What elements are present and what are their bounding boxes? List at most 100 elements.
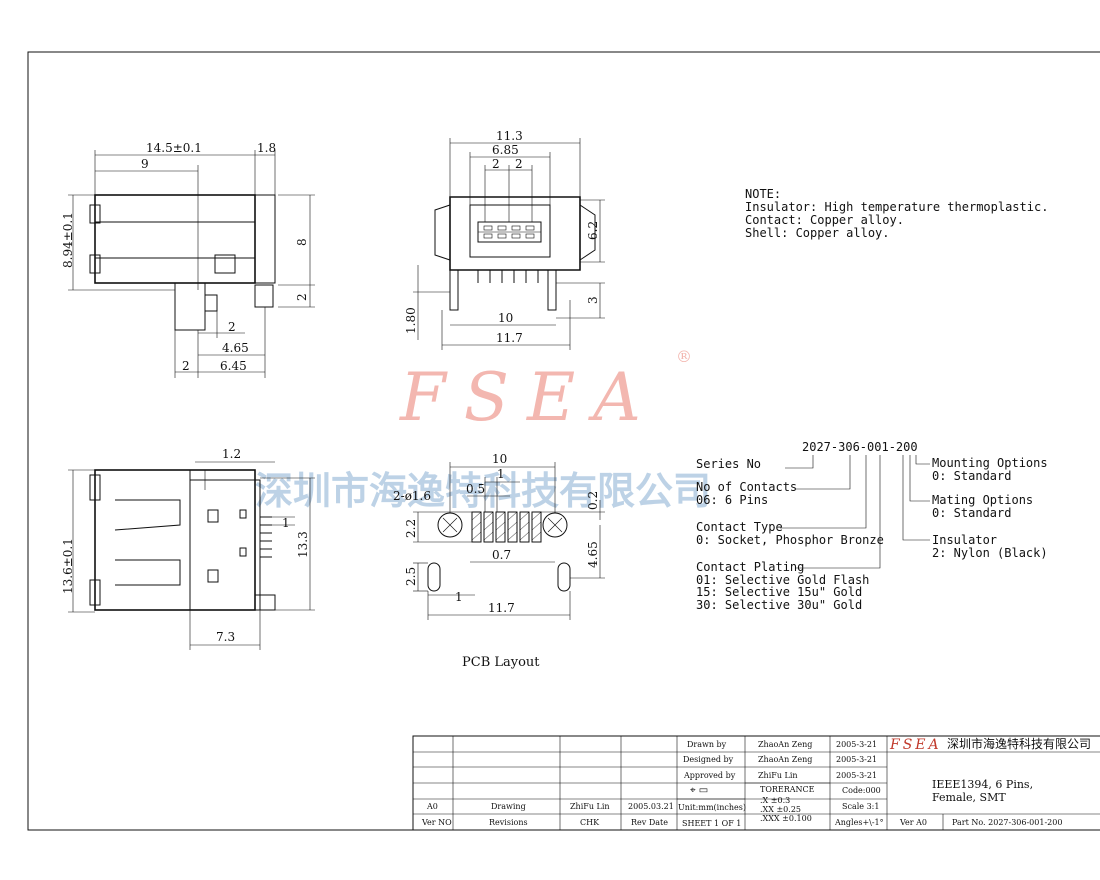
tb-tolerance-title: TORERANCE — [760, 785, 815, 794]
tb-scale: Scale 3:1 — [842, 802, 879, 811]
side-dim-height: 8.94±0.1 — [61, 212, 75, 268]
side-dim-2-bottom: 2 — [228, 320, 236, 334]
front-dim-3: 3 — [586, 296, 600, 304]
pcb-dim-hole: 2-ø1.6 — [393, 489, 431, 503]
front-view: 11.3 6.85 2 2 6.2 3 1.80 10 11.7 — [404, 129, 605, 350]
watermark: FSEA ® 深圳市海逸特科技有限公司 — [255, 347, 711, 513]
pn-plating-title: Contact Plating — [696, 560, 804, 574]
tb-approved-label: Approved by — [683, 771, 736, 780]
tb-designed-date: 2005-3-21 — [836, 755, 877, 764]
side-dim-9: 9 — [141, 157, 149, 171]
pn-plating-item: 01: Selective Gold Flash — [696, 573, 869, 587]
note-line: Insulator: High temperature thermoplasti… — [745, 200, 1048, 214]
side-dim-2-left: 2 — [182, 359, 190, 373]
tb-approved-name: ZhiFu Lin — [758, 771, 798, 780]
pcb-dim-2-2: 2.2 — [404, 519, 418, 538]
part-number-decoder: 2027-306-001-200 Series No No of Contact… — [696, 440, 1048, 612]
pcb-layout: 10 1 0.5 2-ø1.6 0.2 2.2 0.7 4.65 2.5 1 1… — [393, 452, 605, 670]
tb-code: Code:000 — [842, 786, 881, 795]
side-dim-flange: 1.8 — [257, 141, 276, 155]
front-dim-1-80: 1.80 — [404, 307, 418, 334]
side-dim-2-right: 2 — [295, 293, 309, 301]
tb-header-chk: CHK — [580, 818, 600, 827]
top-dim-1: 1 — [282, 516, 290, 530]
tb-angles: Angles+\-1° — [834, 818, 884, 827]
pn-plating-item: 30: Selective 30u" Gold — [696, 598, 862, 612]
tb-company: 深圳市海逸特科技有限公司 — [947, 736, 1091, 751]
pn-plating-item: 15: Selective 15u" Gold — [696, 585, 862, 599]
pn-insulator-item: 2: Nylon (Black) — [932, 546, 1048, 560]
tb-tolerance-line: .XXX ±0.100 — [760, 814, 812, 823]
watermark-registered-mark: ® — [676, 347, 692, 366]
pn-mounting-title: Mounting Options — [932, 456, 1048, 470]
pn-contacts-item: 06: 6 Pins — [696, 493, 768, 507]
top-dim-7-3: 7.3 — [216, 630, 235, 644]
pcb-dim-2-5: 2.5 — [404, 567, 418, 586]
pn-mating-title: Mating Options — [932, 493, 1033, 507]
tb-logo-brand: FSEA — [889, 737, 942, 753]
watermark-company: 深圳市海逸特科技有限公司 — [255, 469, 711, 513]
pn-series-title: Series No — [696, 457, 761, 471]
tb-tolerance-line: .X ±0.3 — [760, 796, 790, 805]
pcb-dim-0-2: 0.2 — [586, 491, 600, 510]
tb-part-no: Part No. 2027-306-001-200 — [952, 818, 1062, 827]
side-dim-8: 8 — [295, 238, 309, 246]
tb-version: Ver A0 — [899, 818, 927, 827]
front-dim-6-85: 6.85 — [492, 143, 519, 157]
side-view: 14.5±0.1 1.8 9 8.94±0.1 8 2 2 4.65 2 6.4… — [61, 141, 315, 378]
tb-description: Female, SMT — [932, 791, 1006, 804]
tb-units: Unit:mm(inches) — [678, 803, 746, 812]
tb-description: IEEE1394, 6 Pins, — [932, 778, 1033, 791]
tb-tolerance-line: .XX ±0.25 — [760, 805, 801, 814]
pcb-dim-10: 10 — [492, 452, 507, 466]
pcb-dim-0-7: 0.7 — [492, 548, 511, 562]
side-dim-6-45: 6.45 — [220, 359, 247, 373]
tb-rev-ver: A0 — [426, 802, 438, 811]
tb-header-ver: Ver NO — [421, 818, 452, 827]
front-dim-pitch-b: 2 — [515, 157, 523, 171]
pn-contact-type-item: 0: Socket, Phosphor Bronze — [696, 533, 884, 547]
pn-contact-type-title: Contact Type — [696, 520, 783, 534]
note-block: NOTE: Insulator: High temperature thermo… — [745, 187, 1048, 240]
tb-rev-desc: Drawing — [491, 802, 526, 811]
note-line: NOTE: — [745, 187, 781, 201]
front-dim-6-2: 6.2 — [586, 221, 600, 240]
front-dim-pitch-a: 2 — [492, 157, 500, 171]
tb-approved-date: 2005-3-21 — [836, 771, 877, 780]
tb-tolerance-symbol: ⌖ ▭ — [690, 785, 708, 796]
tb-sheet: SHEET 1 OF 1 — [682, 819, 741, 828]
side-dim-width: 14.5±0.1 — [146, 141, 202, 155]
tb-header-rev: Revisions — [489, 818, 528, 827]
top-dim-13-3: 13.3 — [296, 531, 310, 558]
pcb-dim-0-5: 0.5 — [466, 482, 485, 496]
sheet-border — [27, 51, 1100, 831]
pcb-dim-11-7: 11.7 — [488, 601, 515, 615]
tb-drawn-date: 2005-3-21 — [836, 740, 877, 749]
tb-drawn-name: ZhaoAn Zeng — [758, 740, 812, 749]
pn-mounting-item: 0: Standard — [932, 469, 1011, 483]
tb-rev-date: 2005.03.21 — [628, 802, 674, 811]
front-dim-11-3: 11.3 — [496, 129, 523, 143]
pn-insulator-title: Insulator — [932, 533, 997, 547]
note-line: Shell: Copper alloy. — [745, 226, 890, 240]
tb-rev-chk: ZhiFu Lin — [570, 802, 610, 811]
tb-header-date: Rev Date — [631, 818, 668, 827]
pcb-dim-1: 1 — [497, 467, 505, 481]
pcb-dim-1-bottom: 1 — [455, 590, 463, 604]
top-view: 1.2 13.6±0.1 1 13.3 7.3 — [61, 447, 315, 650]
pcb-dim-4-65: 4.65 — [586, 541, 600, 568]
tb-drawn-label: Drawn by — [687, 740, 727, 749]
tb-designed-name: ZhaoAn Zeng — [758, 755, 812, 764]
tb-designed-label: Designed by — [683, 755, 734, 764]
title-block: Drawn by ZhaoAn Zeng 2005-3-21 Designed … — [412, 735, 1100, 831]
top-dim-13-6: 13.6±0.1 — [61, 538, 75, 594]
front-dim-10: 10 — [498, 311, 513, 325]
pn-mating-item: 0: Standard — [932, 506, 1011, 520]
note-line: Contact: Copper alloy. — [745, 213, 904, 227]
watermark-brand: FSEA — [399, 359, 659, 436]
part-number-code: 2027-306-001-200 — [802, 440, 918, 454]
pn-contacts-title: No of Contacts — [696, 480, 797, 494]
pcb-layout-title: PCB Layout — [462, 655, 540, 670]
front-dim-11-7: 11.7 — [496, 331, 523, 345]
